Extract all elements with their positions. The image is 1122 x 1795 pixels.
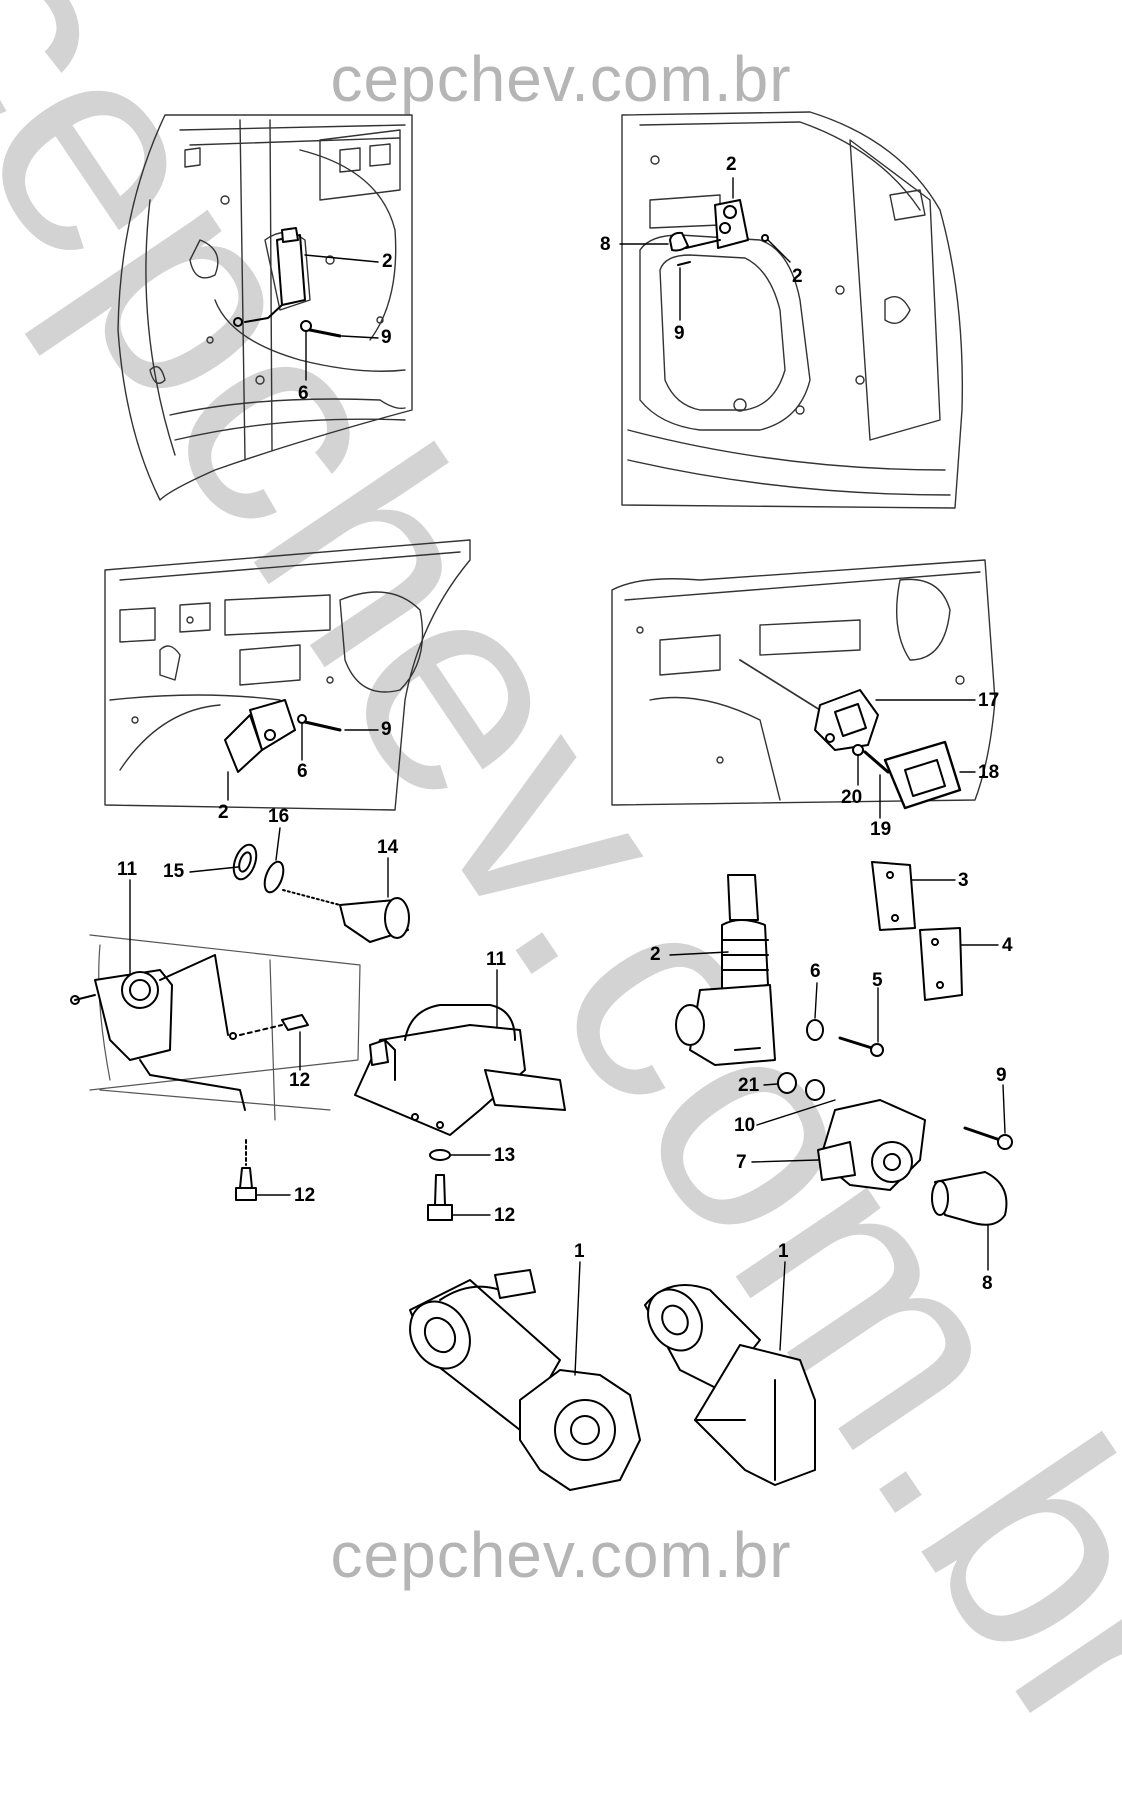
watermark-bottom: cepchev.com.br bbox=[330, 1519, 792, 1591]
washer-6 bbox=[806, 1019, 824, 1041]
callout-p4-17: 17 bbox=[978, 690, 1000, 711]
callout-15: 15 bbox=[163, 861, 185, 882]
callout-6-right: 6 bbox=[810, 961, 821, 982]
exploded-parts-diagram bbox=[70, 111, 1013, 1491]
callout-21: 21 bbox=[738, 1075, 760, 1096]
callout-p4-18: 18 bbox=[978, 762, 1000, 783]
callout-12-left-a: 12 bbox=[289, 1070, 311, 1091]
callout-16: 16 bbox=[268, 806, 290, 827]
window-motor-1-right bbox=[644, 1284, 816, 1486]
screw-12a bbox=[229, 1014, 309, 1040]
callout-p3-2: 2 bbox=[218, 802, 229, 823]
callout-9-right: 9 bbox=[996, 1065, 1007, 1086]
callout-2-right: 2 bbox=[650, 944, 661, 965]
callout-11-center: 11 bbox=[486, 949, 507, 970]
door-lock-actuator-p1 bbox=[233, 227, 342, 338]
cover-plate-4 bbox=[919, 927, 963, 1001]
window-motor-1-left bbox=[409, 1269, 641, 1491]
door-panel-front-left bbox=[117, 114, 413, 501]
washer-21-10 bbox=[777, 1072, 825, 1101]
door-panel-rear-right bbox=[621, 111, 964, 509]
actuator-11-center bbox=[354, 1004, 566, 1136]
cap-8 bbox=[931, 1171, 1008, 1226]
pushbutton-switch-parts bbox=[232, 843, 410, 943]
callout-10: 10 bbox=[734, 1115, 756, 1136]
door-panel-mid-right bbox=[611, 559, 996, 806]
callout-11-left: 11 bbox=[117, 859, 138, 880]
screw-12c bbox=[427, 1174, 453, 1221]
callout-p3-9: 9 bbox=[381, 719, 392, 740]
leader-lines bbox=[129, 177, 1006, 1376]
lock-cylinder-7 bbox=[817, 1099, 926, 1191]
callout-12-left-b: 12 bbox=[294, 1185, 316, 1206]
cover-plate-3 bbox=[871, 861, 916, 931]
callout-14: 14 bbox=[377, 837, 399, 858]
callout-p1-6: 6 bbox=[298, 383, 309, 404]
lock-cylinder-housing-p4 bbox=[814, 689, 962, 810]
callout-8-right: 8 bbox=[982, 1273, 993, 1294]
screw-9 bbox=[963, 1126, 1013, 1150]
bracket-panel bbox=[89, 934, 361, 1121]
callout-p2-8: 8 bbox=[600, 234, 611, 255]
callout-13: 13 bbox=[494, 1145, 516, 1166]
door-panel-mid-left bbox=[104, 539, 471, 811]
actuator-11-left bbox=[70, 954, 246, 1111]
door-lock-actuator-p2 bbox=[669, 199, 769, 266]
callout-3: 3 bbox=[958, 870, 969, 891]
callout-7: 7 bbox=[736, 1152, 747, 1173]
callout-4: 4 bbox=[1002, 935, 1013, 956]
callout-1-left: 1 bbox=[574, 1241, 585, 1262]
door-lock-actuator-p3 bbox=[224, 699, 342, 773]
watermark-top: cepchev.com.br bbox=[330, 43, 792, 115]
callout-p4-19: 19 bbox=[870, 819, 892, 840]
callout-p4-20: 20 bbox=[841, 787, 863, 808]
callout-p3-6: 6 bbox=[297, 761, 308, 782]
screw-5 bbox=[838, 1036, 884, 1057]
callout-1-right: 1 bbox=[778, 1241, 789, 1262]
callout-p1-2: 2 bbox=[382, 251, 393, 272]
callout-p2-2a: 2 bbox=[726, 154, 737, 175]
callout-5: 5 bbox=[872, 970, 883, 991]
callout-12-center: 12 bbox=[494, 1205, 516, 1226]
callout-p2-9: 9 bbox=[674, 323, 685, 344]
lock-actuator-2 bbox=[675, 874, 776, 1066]
callout-p2-2b: 2 bbox=[792, 266, 803, 287]
washer-13 bbox=[429, 1149, 451, 1161]
callout-p1-9: 9 bbox=[381, 327, 392, 348]
screw-12b bbox=[235, 1139, 257, 1201]
